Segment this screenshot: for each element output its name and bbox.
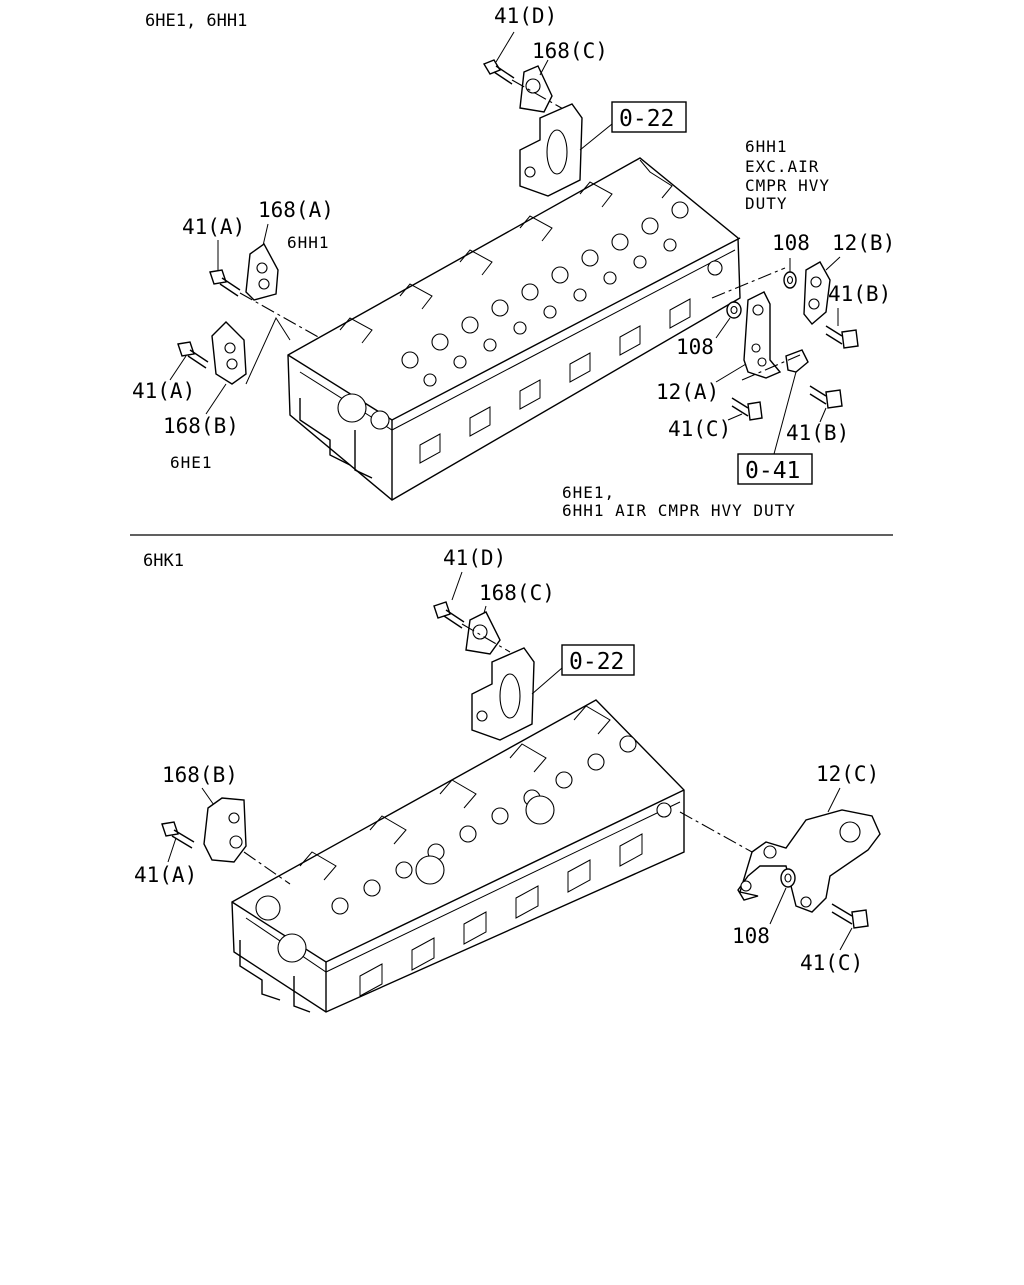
label-bracket-b: 168(B) bbox=[163, 414, 239, 438]
bolt-a-lower-icon bbox=[161, 821, 195, 849]
note-bottom: 6HE1, 6HH1 AIR CMPR HVY DUTY bbox=[562, 483, 796, 520]
label-bolt-a-lower: 41(A) bbox=[132, 379, 195, 403]
bolt-c-upper-icon bbox=[731, 397, 763, 421]
bolt-d-lower-icon bbox=[433, 601, 465, 629]
section-6hk1: 6HK1 bbox=[134, 546, 881, 1013]
washer-lower-icon bbox=[726, 301, 742, 319]
label-plate-c: 12(C) bbox=[816, 762, 879, 786]
ref-box-top bbox=[561, 644, 635, 676]
label-washer: 108 bbox=[732, 924, 770, 948]
label-ref-bottom: 0-41 bbox=[745, 458, 800, 484]
bracket-168a-icon bbox=[245, 242, 279, 301]
label-bolt-b-lower: 41(B) bbox=[786, 421, 849, 445]
label-bracket-c: 168(C) bbox=[479, 581, 555, 605]
label-bolt-d: 41(D) bbox=[494, 4, 557, 28]
note-right: 6HH1 EXC.AIR CMPR HVY DUTY bbox=[745, 137, 830, 213]
label-bolt-c: 41(C) bbox=[668, 417, 731, 441]
egr-housing-lower-icon bbox=[471, 647, 535, 741]
section-title: 6HK1 bbox=[143, 551, 184, 571]
label-bracket-b: 168(B) bbox=[162, 763, 238, 787]
note-right-line-2: EXC.AIR bbox=[745, 157, 819, 176]
clip-icon bbox=[785, 349, 809, 373]
label-variant-a: 6HH1 bbox=[287, 233, 330, 252]
egr-housing-upper-icon bbox=[519, 103, 583, 197]
note-bottom-line-2: 6HH1 AIR CMPR HVY DUTY bbox=[562, 501, 796, 520]
label-plate-b: 12(B) bbox=[832, 231, 895, 255]
note-right-line-4: DUTY bbox=[745, 194, 788, 213]
bracket-168c-upper-icon bbox=[519, 65, 553, 113]
label-ref-top: 0-22 bbox=[569, 649, 624, 675]
section-6he1-6hh1: 6HE1, 6HH1 bbox=[132, 4, 895, 520]
bracket-168b-upper-icon bbox=[211, 321, 247, 385]
cylinder-head-upper-icon bbox=[287, 157, 741, 501]
plate-12a-icon bbox=[743, 291, 782, 379]
bolt-b-lower-icon bbox=[809, 385, 843, 409]
label-washer-upper: 108 bbox=[772, 231, 810, 255]
bolt-c-lower-icon bbox=[831, 903, 869, 929]
label-plate-a: 12(A) bbox=[656, 380, 719, 404]
note-bottom-line-1: 6HE1, bbox=[562, 483, 615, 502]
label-bolt-a: 41(A) bbox=[134, 863, 197, 887]
label-bolt-d: 41(D) bbox=[443, 546, 506, 570]
label-washer-lower: 108 bbox=[676, 335, 714, 359]
washer-upper-icon bbox=[783, 271, 797, 289]
label-bolt-b-upper: 41(B) bbox=[828, 282, 891, 306]
bolt-d-upper-icon bbox=[482, 59, 515, 85]
label-bracket-a: 168(A) bbox=[258, 198, 334, 222]
label-ref-top: 0-22 bbox=[619, 106, 674, 132]
label-bolt-c: 41(C) bbox=[800, 951, 863, 975]
section-title: 6HE1, 6HH1 bbox=[145, 11, 247, 31]
label-variant-b: 6HE1 bbox=[170, 453, 213, 472]
plate-12b-icon bbox=[803, 261, 831, 326]
bolt-b-upper-icon bbox=[825, 325, 859, 349]
plate-12c-icon bbox=[737, 809, 881, 913]
washer-lower-icon bbox=[780, 868, 796, 888]
ref-box-bottom bbox=[737, 453, 813, 485]
note-right-line-1: 6HH1 bbox=[745, 137, 788, 156]
bolt-a-upper-icon bbox=[209, 269, 241, 297]
bracket-168b-lower-icon bbox=[203, 797, 247, 863]
note-right-line-3: CMPR HVY bbox=[745, 176, 830, 195]
label-bolt-a-upper: 41(A) bbox=[182, 215, 245, 239]
bracket-168c-lower-icon bbox=[465, 611, 501, 655]
bolt-a-lower-icon bbox=[177, 341, 209, 369]
label-bracket-c: 168(C) bbox=[532, 39, 608, 63]
cylinder-head-lower-icon bbox=[231, 699, 685, 1013]
ref-box-top bbox=[611, 101, 687, 133]
